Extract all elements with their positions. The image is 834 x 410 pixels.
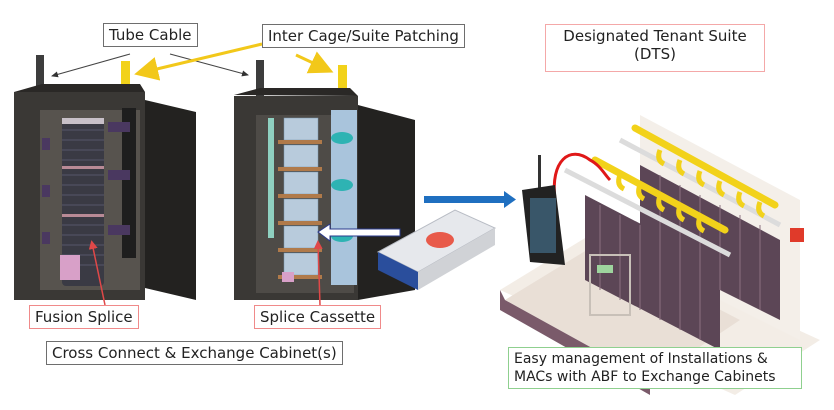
tube-cable-label: Tube Cable	[103, 23, 198, 47]
red-wall-sign	[790, 228, 804, 242]
red-abf-cable	[552, 152, 612, 201]
inter-cage-patching-label: Inter Cage/Suite Patching	[262, 24, 465, 48]
splice-cassette-tray	[376, 209, 497, 290]
cross-connect-label: Cross Connect & Exchange Cabinet(s)	[46, 341, 343, 365]
tube-cable-arrow-right	[169, 53, 249, 77]
easy-management-line1: Easy management of Installations &	[514, 351, 768, 367]
fusion-splice-label: Fusion Splice	[29, 305, 139, 329]
tube-cable-arrow-left	[51, 53, 131, 78]
dts-label-line2: (DTS)	[634, 45, 676, 63]
data-hall-illustration	[500, 115, 820, 395]
splice-cassette-callout-line	[313, 240, 323, 306]
yellow-tray-1	[591, 156, 729, 234]
easy-management-line2: MACs with ABF to Exchange Cabinets	[514, 369, 776, 385]
fusion-splice-cabinet	[14, 55, 196, 300]
yellow-tray-2	[631, 124, 779, 209]
inter-cage-arrow-left	[134, 42, 263, 81]
yellow-patch-tube-2	[338, 65, 347, 93]
dts-label: Designated Tenant Suite (DTS)	[545, 24, 765, 72]
yellow-patch-tube-1	[121, 61, 130, 91]
white-insert-arrow	[317, 223, 401, 242]
splice-cassette-label: Splice Cassette	[254, 305, 382, 329]
fusion-splice-callout-line	[88, 240, 106, 306]
blue-flow-arrow	[424, 191, 516, 208]
dts-label-line1: Designated Tenant Suite	[563, 27, 747, 45]
splice-cassette-cabinet	[234, 60, 415, 300]
inter-cage-arrow-right	[295, 51, 334, 74]
tube-cable-pipe-2	[256, 60, 264, 105]
tube-cable-pipe-1	[36, 55, 44, 100]
easy-management-label: Easy management of Installations & MACs …	[508, 347, 802, 389]
